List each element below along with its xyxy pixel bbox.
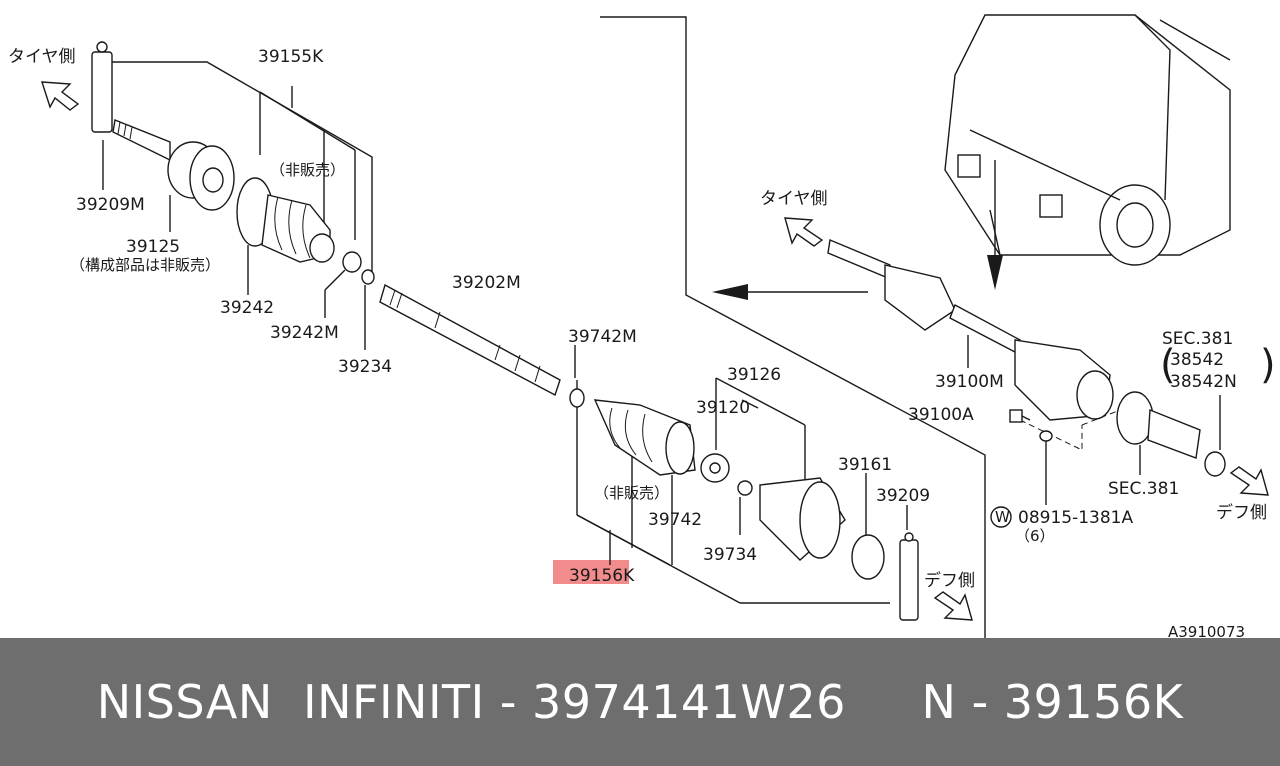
label-39155K: 39155K bbox=[258, 47, 324, 67]
parts-diagram: タイヤ側 39155K （非販売） 39209M 39125 （構成部品は非販売… bbox=[8, 14, 1276, 638]
label-39742: 39742 bbox=[648, 510, 702, 530]
diff-side-arrow-right-icon bbox=[1229, 466, 1269, 496]
label-39125: 39125 bbox=[126, 237, 180, 257]
label-39125-note: （構成部品は非販売） bbox=[70, 256, 220, 274]
label-39126: 39126 bbox=[727, 365, 781, 385]
tire-side-arrow-left-icon bbox=[41, 81, 80, 111]
label-39120: 39120 bbox=[696, 398, 750, 418]
label-39100A: 39100A bbox=[908, 405, 974, 425]
label-08915: 08915-1381A bbox=[1018, 508, 1133, 528]
label-39242M: 39242M bbox=[270, 323, 339, 343]
washer-symbol: W bbox=[995, 508, 1010, 526]
label-39161: 39161 bbox=[838, 455, 892, 475]
label-tire-side-left: タイヤ側 bbox=[8, 47, 76, 67]
part-number-banner: NISSAN INFINITI - 3974141W26 N - 39156K bbox=[0, 638, 1280, 766]
label-39734: 39734 bbox=[703, 545, 757, 565]
label-39100M: 39100M bbox=[935, 372, 1004, 392]
label-38542: 38542 bbox=[1170, 350, 1224, 370]
figure-id: A3910073 bbox=[1168, 623, 1245, 638]
label-not-sold-upper: （非販売） bbox=[270, 161, 345, 179]
diff-side-arrow-center-icon bbox=[933, 591, 973, 621]
label-sec381-bottom: SEC.381 bbox=[1108, 479, 1179, 499]
label-diff-side-right: デフ側 bbox=[1216, 502, 1267, 523]
label-39209M: 39209M bbox=[76, 195, 145, 215]
bracket-left: ( bbox=[1160, 342, 1176, 388]
label-08915-qty: （6） bbox=[1015, 527, 1055, 545]
tire-side-arrow-right-icon bbox=[784, 217, 824, 247]
label-39209: 39209 bbox=[876, 486, 930, 506]
label-sec381-top: SEC.381 bbox=[1162, 329, 1233, 349]
bracket-right: ) bbox=[1260, 342, 1276, 388]
highlight-39156K bbox=[553, 560, 629, 584]
label-38542N: 38542N bbox=[1170, 372, 1237, 392]
label-39156K: 39156K bbox=[569, 566, 635, 586]
label-tire-side-right: タイヤ側 bbox=[760, 189, 828, 209]
label-not-sold-lower: （非販売） bbox=[594, 484, 669, 502]
label-39202M: 39202M bbox=[452, 273, 521, 293]
label-39242: 39242 bbox=[220, 298, 274, 318]
label-39234: 39234 bbox=[338, 357, 392, 377]
label-diff-side-center: デフ側 bbox=[924, 570, 975, 591]
part-number-text: NISSAN INFINITI - 3974141W26 N - 39156K bbox=[96, 675, 1184, 729]
label-39742M: 39742M bbox=[568, 327, 637, 347]
